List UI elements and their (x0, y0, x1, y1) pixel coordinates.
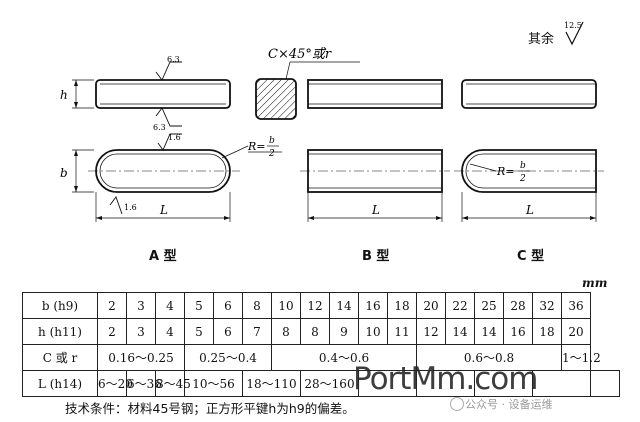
roughness-symbol-general: 12.5 (564, 21, 584, 46)
type-b-caption: B 型 (362, 249, 390, 264)
table-cell: 11 (387, 318, 417, 345)
table-cell: 6～36 (126, 370, 162, 397)
type-c-caption: C 型 (517, 249, 545, 264)
key-drawings: 12.5 h 6.3 6.3 1.6 b R= b (60, 21, 604, 222)
table-cell: 8 (300, 318, 330, 345)
table-cell: 10～56 (184, 370, 243, 397)
unit-label: mm (582, 276, 608, 290)
table-cell: 8 (271, 318, 301, 345)
table-cell: 8 (242, 292, 272, 319)
roughness-value-general: 12.5 (564, 21, 582, 30)
watermark-account: 公众号 · 设备运维 (465, 398, 553, 411)
table-cell: 16 (503, 318, 533, 345)
type-b-top-view: L (300, 149, 450, 222)
table-cell: 16 (358, 292, 388, 319)
row-header: h (h11) (22, 318, 98, 345)
watermark-logo-icon (450, 397, 464, 411)
dim-L-label-c: L (525, 203, 534, 217)
table-cell: 32 (532, 292, 562, 319)
roughness-end-value: 1.6 (124, 203, 137, 212)
roughness-side-value: 1.6 (168, 133, 181, 142)
table-cell: 4 (155, 292, 185, 319)
table-cell: 10 (358, 318, 388, 345)
row-header: L (h14) (22, 370, 98, 397)
roughness-top-value: 6.3 (167, 55, 180, 64)
radius-den-a: 2 (268, 149, 275, 159)
chamfer-note: C×45°或r (268, 47, 332, 62)
table-cell (358, 370, 417, 397)
row-header: b (h9) (22, 292, 98, 319)
table-cell: 4 (155, 318, 185, 345)
table-cell (532, 370, 591, 397)
radius-num-a: b (269, 136, 275, 146)
table-cell: 0.6～0.8 (416, 344, 562, 371)
technical-note: 技术条件：材料45号钢；正方形平键h为h9的偏差。 (65, 401, 355, 416)
cross-section: C×45°或r (255, 47, 360, 120)
type-c-top-view: R= b 2 L (454, 149, 604, 222)
table-cell: 25 (474, 292, 504, 319)
radius-note-c: R= (496, 165, 515, 178)
table-cell: 22 (445, 292, 475, 319)
dim-L-label-b: L (371, 203, 380, 217)
table-cell: 10 (271, 292, 301, 319)
table-cell: 14 (329, 292, 359, 319)
table-cell: 3 (126, 292, 156, 319)
table-cell: 14 (445, 318, 475, 345)
table-cell: 18 (387, 292, 417, 319)
table-cell: 2 (97, 292, 127, 319)
radius-note-a: R= (247, 140, 266, 153)
roughness-bottom-value: 6.3 (153, 123, 166, 132)
table-cell: 7 (242, 318, 272, 345)
table-cell: 36 (561, 292, 591, 319)
table-cell: 3 (126, 318, 156, 345)
table-cell (416, 370, 475, 397)
table-cell: 20 (416, 292, 446, 319)
watermark-text: PortMm.com (353, 361, 538, 397)
radius-num-c: b (520, 161, 526, 171)
table-cell: 0.25～0.4 (184, 344, 272, 371)
table-cell: 6 (213, 318, 243, 345)
table-cell: 28 (503, 292, 533, 319)
radius-den-c: 2 (519, 174, 526, 184)
table-cell: 9 (329, 318, 359, 345)
table-cell: 6～20 (97, 370, 133, 397)
dim-h-label: h (60, 88, 68, 102)
type-c-side-view (461, 79, 597, 109)
type-a-caption: A 型 (149, 249, 177, 264)
type-a-side-view: h 6.3 6.3 (60, 55, 231, 132)
table-cell: 28～160 (300, 370, 359, 397)
row-header: C 或 r (22, 344, 98, 371)
table-cell: 12 (416, 318, 446, 345)
table-cell (590, 370, 620, 397)
table-cell: 18 (532, 318, 562, 345)
dim-L-label-a: L (159, 203, 168, 217)
dim-b-label: b (60, 166, 68, 180)
table-cell: 6 (213, 292, 243, 319)
table-cell: 5 (184, 292, 214, 319)
table-cell: 0.16～0.25 (97, 344, 185, 371)
roughness-label: 其余 (528, 32, 555, 47)
table-cell: 2 (97, 318, 127, 345)
type-a-top-view: 1.6 b R= b 2 1.6 L (60, 133, 282, 222)
table-cell: 1～1.2 (561, 344, 601, 371)
type-b-side-view (307, 79, 443, 109)
table-cell: 5 (184, 318, 214, 345)
table-cell: 14 (474, 318, 504, 345)
table-cell: 20 (561, 318, 591, 345)
table-cell: 8～45 (155, 370, 191, 397)
table-cell: 18～110 (242, 370, 301, 397)
table-cell: 12 (300, 292, 330, 319)
